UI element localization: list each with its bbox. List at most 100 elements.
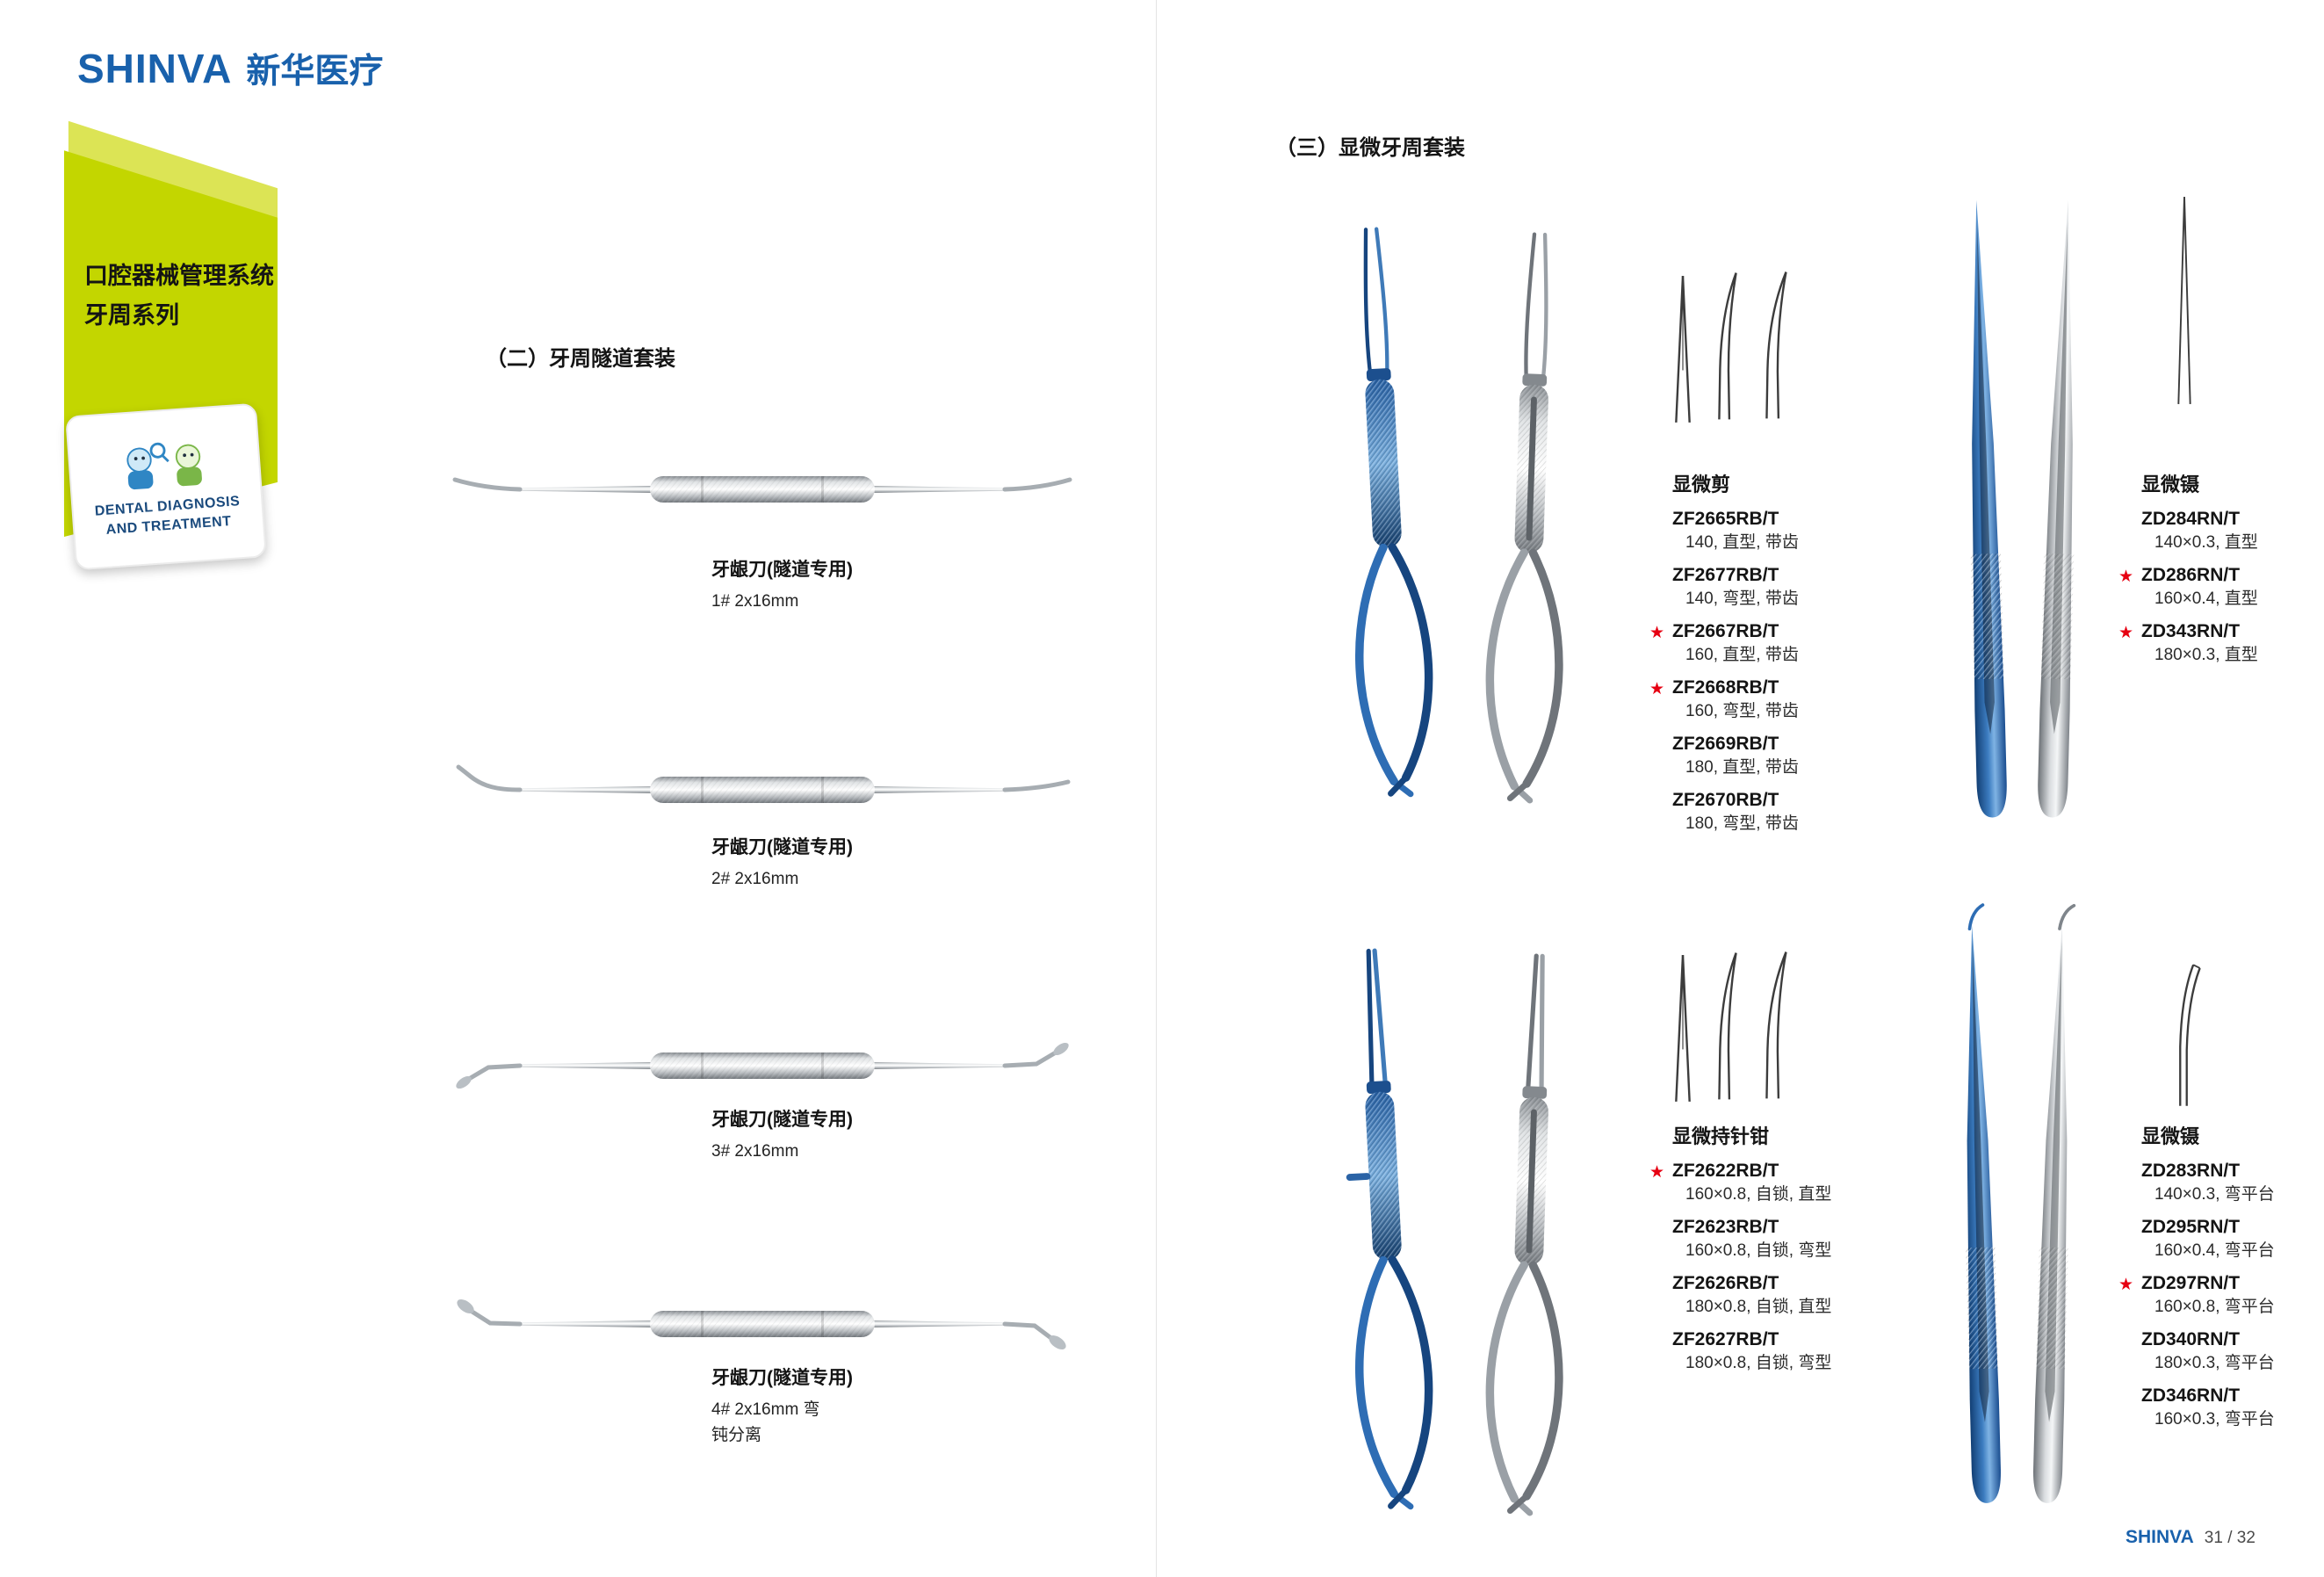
model-group-micro-forceps-top: 显微镊 ZD284RN/T 140×0.3, 直型 ★ ZD286RN/T 16… [2118, 469, 2324, 666]
section-title-micro-set: （三）显微牙周套装 [1275, 136, 1465, 160]
micro-forceps-steel-illustration [2038, 199, 2075, 818]
dental-diagnosis-badge: DENTAL DIAGNOSIS AND TREATMENT [65, 402, 267, 571]
gingival-knife-3-illustration [456, 1042, 1069, 1089]
tip-detail-straight-blade-icon [1675, 276, 1691, 423]
model-code: ZF2623RB/T [1672, 1217, 1779, 1237]
model-spec: 160, 弯型, 带齿 [1685, 702, 1799, 720]
micro-scissors-blue-illustration [1355, 227, 1433, 798]
product-name: 牙龈刀(隧道专用) [711, 1368, 853, 1388]
model-code: ZD346RN/T [2141, 1385, 2241, 1406]
series-title-line2: 牙周系列 [84, 302, 179, 329]
model-entry: ★ ZF2668RB/T 160, 弯型, 带齿 [1649, 677, 1922, 722]
category-title: 显微剪 [1672, 474, 1731, 496]
model-code: ZF2668RB/T [1672, 677, 1779, 698]
product-label-3: 牙龈刀(隧道专用) 3# 2x16mm [711, 1105, 853, 1163]
star-icon: ★ [1649, 1163, 1665, 1182]
model-code: ZF2665RB/T [1672, 509, 1779, 529]
model-entry: ZF2665RB/T 140, 直型, 带齿 [1649, 509, 1922, 553]
star-icon: ★ [1649, 680, 1665, 698]
model-group-needle-holders: 显微持针钳 ★ ZF2622RB/T 160×0.8, 自锁, 直型 ZF262… [1649, 1121, 1922, 1374]
model-code: ZD295RN/T [2141, 1217, 2241, 1237]
micro-scissors-steel-illustration [1485, 232, 1563, 804]
model-code: ZF2667RB/T [1672, 621, 1779, 641]
product-spec: 2# 2x16mm [711, 870, 799, 888]
series-title-line1: 口腔器械管理系统 [84, 263, 274, 289]
page-number: 31 / 32 [2204, 1529, 2255, 1547]
micro-forceps-blue-illustration [1970, 199, 2007, 818]
model-spec: 140×0.3, 弯平台 [2154, 1185, 2275, 1204]
tip-detail-curved-platform-icon [2179, 964, 2201, 1106]
star-icon: ★ [2118, 568, 2134, 586]
section-title-tunnel-set: （二）牙周隧道套装 [486, 347, 675, 371]
model-code: ZF2677RB/T [1672, 565, 1779, 585]
model-entry: ZD340RN/T 180×0.3, 弯平台 [2118, 1329, 2324, 1374]
model-code: ZF2626RB/T [1672, 1273, 1779, 1293]
model-entry: ZD295RN/T 160×0.4, 弯平台 [2118, 1217, 2324, 1262]
model-code: ZF2622RB/T [1672, 1161, 1779, 1181]
model-spec: 160×0.4, 直型 [2154, 590, 2258, 608]
model-entry: ZF2627RB/T 180×0.8, 自锁, 弯型 [1649, 1329, 1922, 1374]
category-title: 显微持针钳 [1672, 1125, 1770, 1147]
product-spec: 3# 2x16mm [711, 1142, 799, 1161]
model-entry: ZF2669RB/T 180, 直型, 带齿 [1649, 734, 1922, 778]
product-spec: 4# 2x16mm 弯 [711, 1400, 820, 1419]
model-spec: 160×0.8, 自锁, 直型 [1685, 1185, 1832, 1204]
model-entry: ZF2670RB/T 180, 弯型, 带齿 [1649, 790, 1922, 835]
gingival-knife-2-illustration [456, 764, 1071, 803]
model-code: ZD286RN/T [2141, 565, 2241, 585]
model-spec: 160×0.4, 弯平台 [2154, 1241, 2275, 1260]
mascot-characters-illustration [126, 442, 202, 490]
model-spec: 160×0.8, 自锁, 弯型 [1685, 1241, 1832, 1260]
page-footer: SHINVA 31 / 32 [2126, 1527, 2255, 1548]
model-spec: 160×0.8, 弯平台 [2154, 1298, 2275, 1316]
model-spec: 140, 弯型, 带齿 [1685, 590, 1799, 608]
model-spec: 180, 弯型, 带齿 [1685, 814, 1799, 833]
tip-detail-straight-blade-icon [1675, 955, 1691, 1102]
product-name: 牙龈刀(隧道专用) [711, 560, 853, 580]
product-spec: 1# 2x16mm [711, 592, 799, 611]
model-spec: 160, 直型, 带齿 [1685, 646, 1799, 664]
tip-detail-curved-blade-icon [1765, 951, 1787, 1099]
model-code: ZF2670RB/T [1672, 790, 1779, 810]
product-name: 牙龈刀(隧道专用) [711, 837, 853, 857]
category-title: 显微镊 [2141, 1125, 2200, 1147]
star-icon: ★ [2118, 624, 2134, 642]
model-entry: ★ ZF2667RB/T 160, 直型, 带齿 [1649, 621, 1922, 666]
model-spec: 180, 直型, 带齿 [1685, 758, 1799, 777]
micro-needle-holder-blue-illustration [1346, 948, 1433, 1510]
gingival-knife-1-illustration [452, 476, 1072, 503]
model-entry: ZF2626RB/T 180×0.8, 自锁, 直型 [1649, 1273, 1922, 1318]
product-label-1: 牙龈刀(隧道专用) 1# 2x16mm [711, 555, 853, 613]
product-label-4: 牙龈刀(隧道专用) 4# 2x16mm 弯 钝分离 [711, 1364, 853, 1447]
star-icon: ★ [2118, 1276, 2134, 1294]
shinva-logo-wordmark: SHINVA [77, 46, 233, 91]
gingival-knife-4-illustration [457, 1299, 1066, 1349]
series-title: 口腔器械管理系统 牙周系列 [84, 257, 274, 336]
product-label-2: 牙龈刀(隧道专用) 2# 2x16mm [711, 833, 853, 891]
product-name: 牙龈刀(隧道专用) [711, 1110, 853, 1130]
model-spec: 180×0.8, 自锁, 直型 [1685, 1298, 1832, 1316]
model-code: ZF2627RB/T [1672, 1329, 1779, 1349]
star-icon: ★ [1649, 624, 1665, 642]
micro-forceps-curved-steel-illustration [2033, 903, 2076, 1503]
model-spec: 180×0.3, 直型 [2154, 646, 2258, 664]
tip-detail-curved-blade-icon [1718, 952, 1737, 1100]
model-entry: ★ ZD297RN/T 160×0.8, 弯平台 [2118, 1273, 2324, 1318]
tip-detail-curved-blade-icon [1718, 272, 1737, 420]
footer-brand-logo: SHINVA [2126, 1527, 2194, 1547]
model-entry: ZD346RN/T 160×0.3, 弯平台 [2118, 1385, 2324, 1430]
model-entry: ★ ZF2622RB/T 160×0.8, 自锁, 直型 [1649, 1161, 1922, 1205]
product-spec-line2: 钝分离 [711, 1426, 762, 1444]
micro-needle-holder-steel-illustration [1485, 953, 1563, 1516]
model-entry: ZF2623RB/T 160×0.8, 自锁, 弯型 [1649, 1217, 1922, 1262]
model-entry: ZF2677RB/T 140, 弯型, 带齿 [1649, 565, 1922, 610]
shinva-logo-chinese: 新华医疗 [246, 53, 384, 90]
model-spec: 180×0.3, 弯平台 [2154, 1354, 2275, 1372]
model-spec: 180×0.8, 自锁, 弯型 [1685, 1354, 1832, 1372]
model-code: ZF2669RB/T [1672, 734, 1779, 754]
model-code: ZD284RN/T [2141, 509, 2241, 529]
tip-detail-curved-blade-icon [1765, 271, 1787, 419]
model-spec: 160×0.3, 弯平台 [2154, 1410, 2275, 1429]
micro-forceps-curved-blue-illustration [1966, 903, 2001, 1503]
